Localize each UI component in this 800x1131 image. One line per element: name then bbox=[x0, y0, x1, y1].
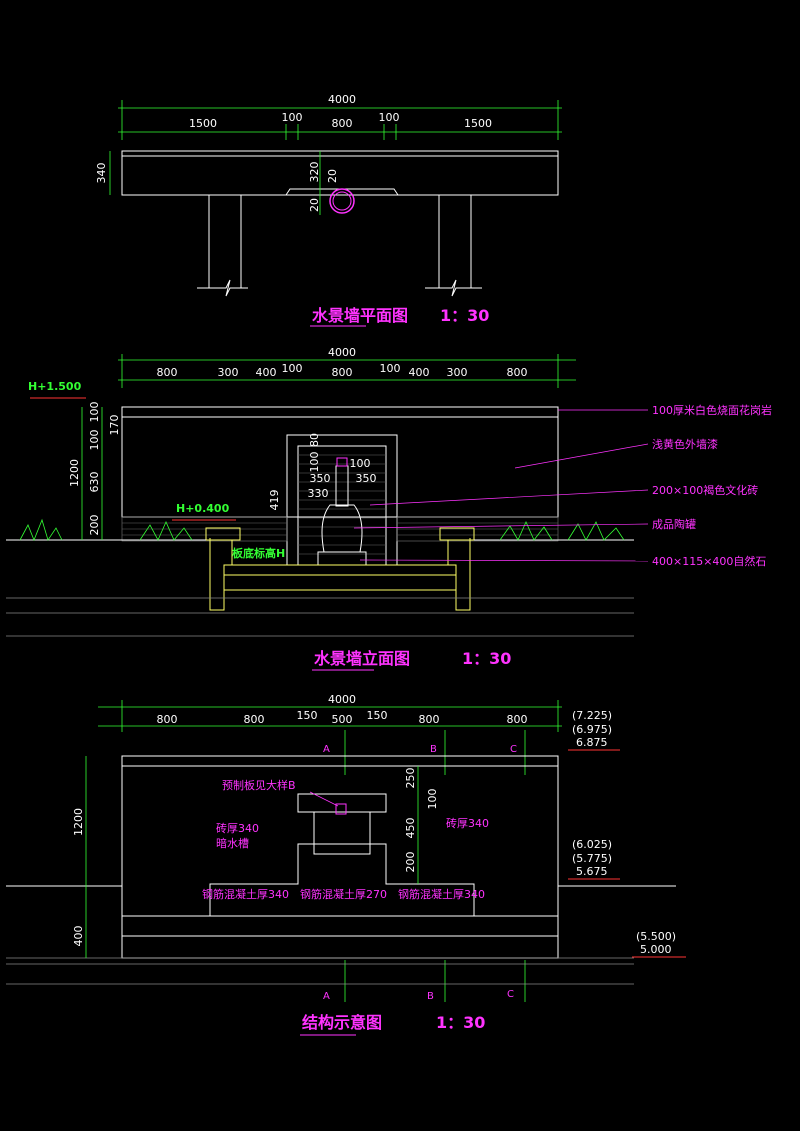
pot-circle bbox=[329, 188, 355, 214]
level-6025: (6.025) bbox=[572, 838, 612, 851]
elev-dim-6: 100 bbox=[380, 362, 401, 375]
struct-in-b: 100 bbox=[426, 789, 439, 810]
struct-dim-4: 500 bbox=[332, 713, 353, 726]
elev-dim-2: 300 bbox=[218, 366, 239, 379]
callout-brick: 200×100褐色文化砖 bbox=[652, 483, 758, 497]
elev-dim-h5: 170 bbox=[108, 415, 121, 436]
level-5000: 5.000 bbox=[640, 943, 672, 956]
struct-scale: 1：30 bbox=[436, 1013, 485, 1032]
plan-dim-5: 1500 bbox=[464, 117, 492, 130]
axis-a-bottom: A bbox=[323, 991, 330, 1002]
plan-dim-3: 800 bbox=[332, 117, 353, 130]
ceramic-pot bbox=[321, 504, 363, 553]
struct-dim-6: 800 bbox=[419, 713, 440, 726]
level-top: H+1.500 bbox=[28, 380, 82, 393]
elev-in-e: 350 bbox=[356, 472, 377, 485]
elev-dim-9: 800 bbox=[507, 366, 528, 379]
label-concrete-1: 钢筋混凝土厚340 bbox=[202, 887, 289, 901]
elev-dim-4: 100 bbox=[282, 362, 303, 375]
plan-dim-c: 20 bbox=[308, 198, 321, 212]
plan-dim-a: 320 bbox=[308, 162, 321, 183]
callout-paint: 浅黄色外墙漆 bbox=[652, 437, 718, 451]
plan-dim-2: 100 bbox=[282, 111, 303, 124]
plan-dim-4: 100 bbox=[379, 111, 400, 124]
axis-b-bottom: B bbox=[427, 991, 434, 1002]
structure-view: 4000 800 800 150 500 150 800 800 A B C A… bbox=[6, 693, 686, 1036]
elev-dim-total: 4000 bbox=[328, 346, 356, 359]
elev-dim-htotal: 1200 bbox=[68, 459, 81, 487]
elev-in-c: 100 bbox=[350, 457, 371, 470]
elev-in-g: 419 bbox=[268, 490, 281, 511]
elev-dim-1: 800 bbox=[157, 366, 178, 379]
callout-stone: 400×115×400自然石 bbox=[652, 554, 766, 568]
elev-in-b: 100 bbox=[308, 452, 321, 473]
level-mid: H+0.400 bbox=[176, 502, 230, 515]
level-pool: 板底标高H bbox=[232, 546, 285, 560]
level-6975: (6.975) bbox=[572, 723, 612, 736]
struct-dim-1: 800 bbox=[157, 713, 178, 726]
elev-dim-h4: 200 bbox=[88, 515, 101, 536]
elev-scale: 1：30 bbox=[462, 649, 511, 668]
plan-scale: 1：30 bbox=[440, 306, 489, 325]
plan-dim-depth: 340 bbox=[95, 163, 108, 184]
label-concrete-3: 钢筋混凝土厚340 bbox=[398, 887, 485, 901]
elev-dim-h2: 100 bbox=[88, 430, 101, 451]
level-7225: (7.225) bbox=[572, 709, 612, 722]
callout-granite: 100厚米白色烧面花岗岩 bbox=[652, 403, 772, 417]
elev-title: 水景墙立面图 bbox=[314, 649, 410, 668]
elev-dim-3: 400 bbox=[256, 366, 277, 379]
level-6875: 6.875 bbox=[576, 736, 608, 749]
plan-title: 水景墙平面图 bbox=[312, 306, 408, 325]
label-brick-left: 砖厚340 bbox=[216, 821, 259, 835]
struct-dim-2: 800 bbox=[244, 713, 265, 726]
elev-dim-h1: 100 bbox=[88, 402, 101, 423]
elev-in-a: 80 bbox=[308, 433, 321, 447]
plan-dim-total: 4000 bbox=[328, 93, 356, 106]
struct-dim-total: 4000 bbox=[328, 693, 356, 706]
axis-b-top: B bbox=[430, 744, 437, 755]
struct-in-d: 200 bbox=[404, 852, 417, 873]
struct-dim-h1: 1200 bbox=[72, 808, 85, 836]
struct-dim-7: 800 bbox=[507, 713, 528, 726]
elev-dim-8: 300 bbox=[447, 366, 468, 379]
label-brick-right: 砖厚340 bbox=[446, 816, 489, 830]
plan-dim-1: 1500 bbox=[189, 117, 217, 130]
axis-c-top: C bbox=[510, 744, 517, 755]
struct-in-a: 250 bbox=[404, 768, 417, 789]
struct-dim-5: 150 bbox=[367, 709, 388, 722]
label-gutter: 暗水槽 bbox=[216, 836, 249, 850]
struct-dim-h2: 400 bbox=[72, 926, 85, 947]
level-5775: (5.775) bbox=[572, 852, 612, 865]
plan-dim-b: 20 bbox=[326, 169, 339, 183]
elevation-view: 4000 800 300 400 100 800 100 400 300 800… bbox=[6, 346, 772, 671]
elev-dim-h3: 630 bbox=[88, 472, 101, 493]
plan-view: 4000 1500 100 800 100 1500 340 320 20 20… bbox=[95, 93, 562, 327]
label-concrete-2: 钢筋混凝土厚270 bbox=[300, 887, 387, 901]
elev-dim-7: 400 bbox=[409, 366, 430, 379]
level-5500: (5.500) bbox=[636, 930, 676, 943]
callout-pot: 成品陶罐 bbox=[652, 517, 696, 531]
elev-in-f: 330 bbox=[308, 487, 329, 500]
elev-in-d: 350 bbox=[310, 472, 331, 485]
struct-in-c: 450 bbox=[404, 818, 417, 839]
axis-a-top: A bbox=[323, 744, 330, 755]
struct-dim-3: 150 bbox=[297, 709, 318, 722]
struct-title: 结构示意图 bbox=[301, 1013, 382, 1032]
level-5675: 5.675 bbox=[576, 865, 608, 878]
elev-dim-5: 800 bbox=[332, 366, 353, 379]
axis-c-bottom: C bbox=[507, 989, 514, 1000]
label-precast: 预制板见大样B bbox=[222, 778, 296, 792]
